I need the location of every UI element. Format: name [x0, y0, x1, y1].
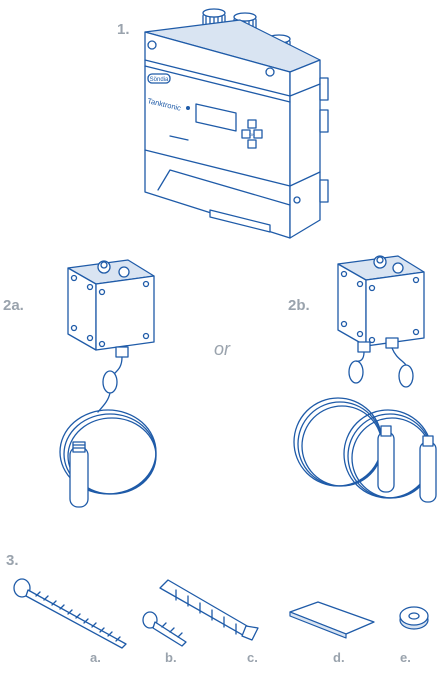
- part-b-label: b.: [165, 650, 177, 665]
- sensor-dual-probe: [293, 255, 437, 503]
- tanktronic-control-unit: Söndia Tanktronic OK: [144, 8, 329, 239]
- part-d-label: d.: [333, 650, 345, 665]
- step-2b-label: 2b.: [288, 297, 310, 314]
- ok-key-label: OK: [249, 132, 255, 137]
- part-e-label: e.: [400, 650, 411, 665]
- wall-plug: [159, 579, 259, 641]
- part-c-label: c.: [247, 650, 258, 665]
- lcd-display: [195, 103, 237, 132]
- short-screw: [142, 611, 187, 647]
- long-screw: [13, 578, 127, 649]
- part-a-label: a.: [90, 650, 101, 665]
- rubber-washer: [399, 606, 429, 630]
- or-text: or: [214, 339, 231, 359]
- step-3-label: 3.: [6, 552, 19, 569]
- mounting-parts: [13, 578, 429, 649]
- adhesive-pad: [289, 601, 375, 639]
- brand-logo: [147, 73, 171, 84]
- keypad: OK: [241, 119, 263, 149]
- sensor-single-probe: [59, 259, 157, 508]
- step-1-label: 1.: [117, 21, 130, 38]
- step-2a-label: 2a.: [3, 297, 24, 314]
- brand-logo-text: Söndia: [150, 77, 169, 83]
